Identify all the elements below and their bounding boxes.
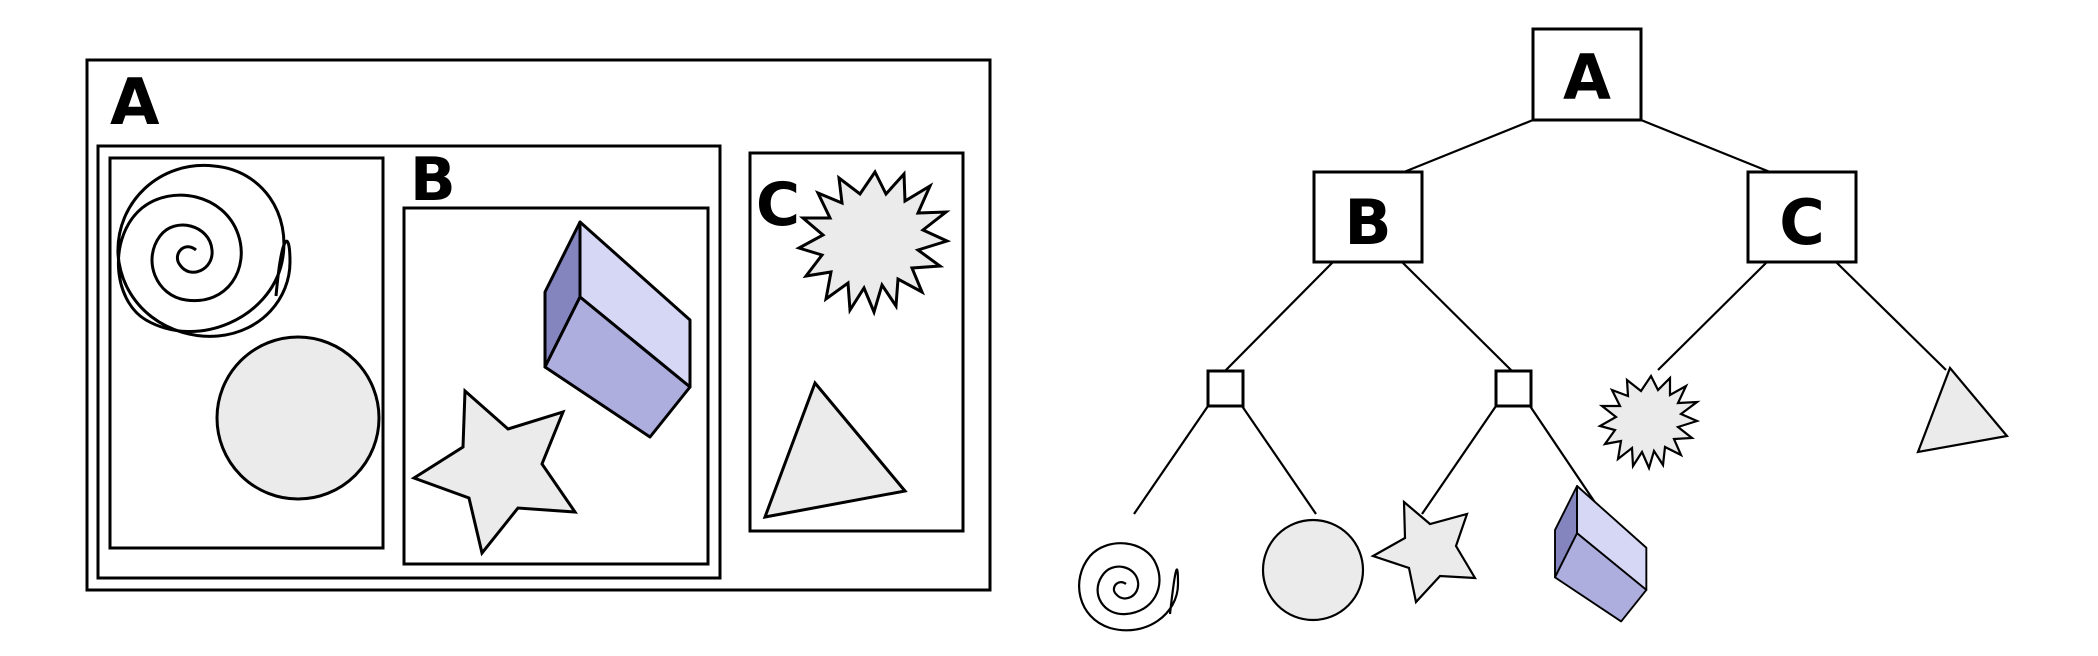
tree-node-b-label: B bbox=[1344, 186, 1391, 259]
group-a-inner-frame bbox=[96, 144, 722, 580]
edge-c-starburst bbox=[1657, 261, 1768, 371]
group-b-frame bbox=[402, 206, 710, 566]
tree-node-a bbox=[1531, 27, 1643, 122]
group-a-frame bbox=[85, 58, 992, 592]
group-a-label: A bbox=[110, 66, 160, 140]
group-c-label: C bbox=[756, 170, 800, 240]
group-c-frame bbox=[748, 151, 965, 533]
leaf-spiral-shape bbox=[1078, 542, 1180, 632]
circle-shape bbox=[215, 335, 381, 501]
edge-a-c bbox=[1640, 118, 1771, 174]
edge-left-circle bbox=[1241, 405, 1317, 515]
star-shape bbox=[410, 387, 578, 557]
leaf-star-shape bbox=[1370, 499, 1478, 605]
leaf-triangle-shape bbox=[1916, 365, 2010, 454]
edge-right-box bbox=[1529, 405, 1597, 505]
leaf-circle-shape bbox=[1261, 518, 1365, 622]
edge-c-triangle bbox=[1835, 261, 1947, 371]
edge-left-spiral bbox=[1133, 405, 1209, 515]
spiral-shape bbox=[116, 163, 292, 338]
triangle-shape bbox=[762, 380, 908, 519]
edge-b-left bbox=[1224, 261, 1334, 372]
leaf-starburst-shape bbox=[1597, 373, 1701, 472]
tree-node-c-label: C bbox=[1779, 186, 1825, 259]
edge-b-right bbox=[1401, 261, 1513, 372]
tree-node-c bbox=[1746, 170, 1858, 264]
tree-node-b bbox=[1312, 170, 1424, 264]
tree-diagram: A B C bbox=[1078, 27, 2010, 632]
edge-right-star bbox=[1421, 405, 1497, 515]
leaf-box-shape bbox=[1554, 485, 1648, 623]
group-b-label: B bbox=[410, 145, 456, 215]
tree-node-b-right bbox=[1494, 369, 1533, 408]
tree-node-b-left bbox=[1206, 369, 1245, 408]
edge-a-b bbox=[1403, 118, 1534, 174]
box-shape bbox=[543, 220, 692, 439]
starburst-shape bbox=[795, 169, 952, 317]
group-spiral-circle-frame bbox=[108, 156, 385, 550]
tree-node-a-label: A bbox=[1563, 41, 1611, 114]
containment-diagram: A B C bbox=[85, 58, 992, 592]
